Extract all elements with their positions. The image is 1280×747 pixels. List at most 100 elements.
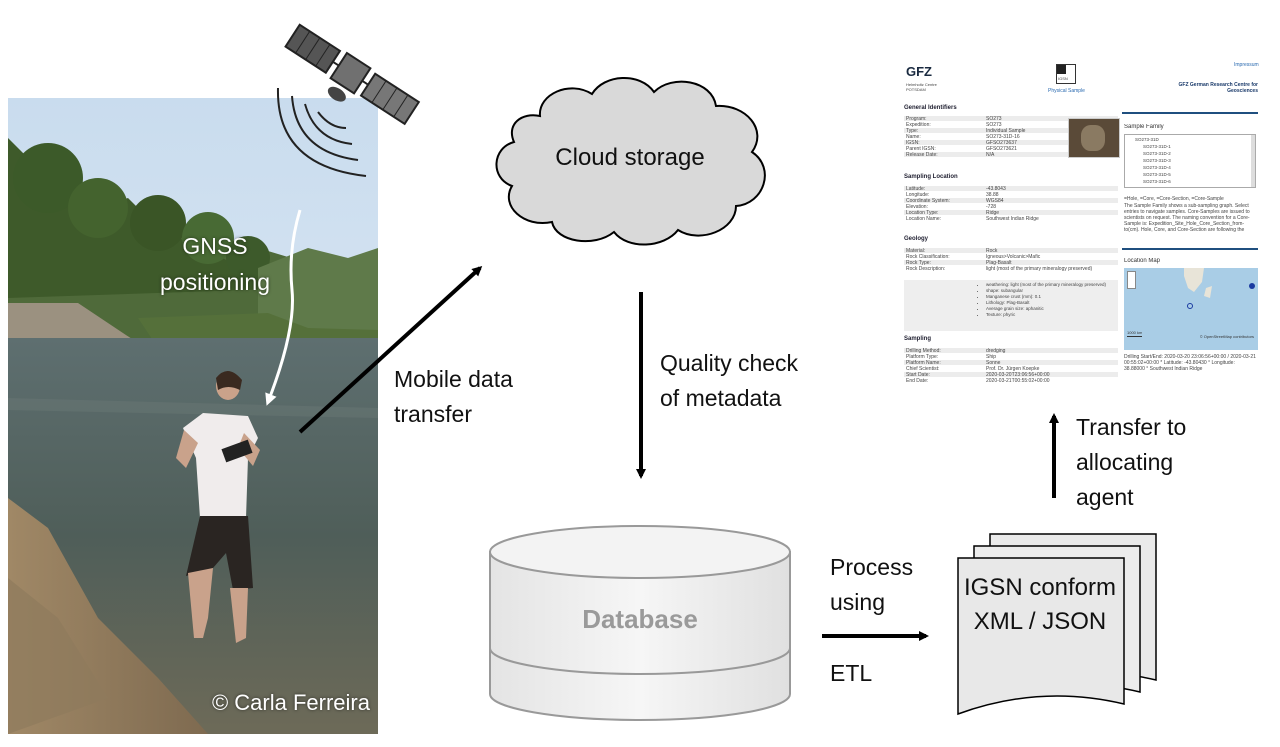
row-value: Ridge [986,210,1000,216]
row-key: Platform Name: [906,360,941,366]
row-key: Program: [906,116,927,122]
table-row: Coordinate System:WGS84 [904,198,1118,204]
table-row: Drilling Method: dredging [904,348,1118,354]
table-row: Location Type: Ridge [904,210,1118,216]
row-value: Igneous>Volcanic>Mafic [986,254,1041,260]
sample-photo [1068,118,1120,158]
documents-stack-icon [957,533,1157,716]
list-item: Average grain size: aphanitic [986,306,1118,312]
row-key: Release Date: [906,152,938,158]
table-row: Elevation: -728 [904,204,1118,210]
table-row: Parent IGSN:GFSO273621 [904,146,1118,152]
section-sample-family: Sample Family [1124,124,1164,130]
map-rule [1122,248,1258,250]
row-value: Plag-Basalt [986,260,1012,266]
table-row: Longitude:38.88 [904,192,1118,198]
field-photo [8,98,378,734]
family-tree-item[interactable]: SO273-31D-5 [1143,172,1171,177]
row-value: GFSO273637 [986,140,1017,146]
row-key: Name: [906,134,921,140]
gfz-logo: GFZ [906,64,932,79]
row-value: -43.8043 [986,186,1006,192]
row-key: IGSN: [906,140,920,146]
gnss-label: GNSS positioning [150,228,280,300]
family-tree-item[interactable]: SO273-31D-4 [1143,165,1171,170]
map-zoom-control[interactable] [1127,271,1136,289]
family-tree-item[interactable]: SO273-31D-3 [1143,158,1171,163]
table-row: Start Date:2020-03-20T23:06:56+00:00 [904,372,1118,378]
section-location: Sampling Location [904,174,958,180]
table-row: Platform Type:Ship [904,354,1118,360]
family-scrollbar[interactable] [1251,135,1255,187]
row-value: SO273-31D-16 [986,134,1020,140]
table-row: End Date:2020-03-21T00:55:02+00:00 [904,378,1118,384]
section-general: General Identifiers [904,105,957,111]
cloud-shape [495,77,766,246]
row-key: Drilling Method: [906,348,941,354]
list-item: Lithology: Plag-Basalt [986,300,1118,306]
family-tree-item[interactable]: SO273-31D-6 [1143,179,1171,184]
table-row: Material:Rock [904,248,1118,254]
section-geology: Geology [904,236,929,242]
table-row: Rock Description:light (most of the prim… [904,266,1118,272]
row-key: Rock Description: [906,266,946,272]
row-key: Elevation: [906,204,928,210]
mobile-line2: transfer [394,401,472,427]
row-value: N/A [986,152,995,158]
table-row: Release Date: N/A [904,152,1118,158]
table-row: IGSN: GFSO273637 [904,140,1118,146]
map-attribution: © OpenStreetMap contributors [1199,334,1254,339]
family-tree-item[interactable]: SO273-31D [1135,137,1159,142]
row-key: Coordinate System: [906,198,950,204]
igsn-logo-icon: IGSN [1056,64,1076,84]
location-map[interactable]: 1000 km © OpenStreetMap contributors [1124,268,1258,350]
database-cylinder [489,525,791,721]
mobile-transfer-arrow [298,265,483,434]
quality-check-label: Quality check of metadata [660,346,798,416]
table-row: Program:SO273 [904,116,1118,122]
row-value: -728 [986,204,997,210]
row-key: Rock Classification: [906,254,950,260]
family-legend: =Hole, =Core, =Core-Section, =Core-Sampl… [1124,196,1224,202]
mobile-transfer-label: Mobile data transfer [394,362,513,432]
table-row: Rock Classification: Igneous>Volcanic>Maf… [904,254,1118,260]
family-tree-item[interactable]: SO273-31D-1 [1143,144,1171,149]
transfer-line2: allocating [1076,449,1174,475]
etl-label: ETL [830,660,873,686]
row-value: Sonne [986,360,1001,366]
map-image [1184,268,1255,309]
database-label: Database [582,604,698,634]
row-key: Material: [906,248,926,254]
list-item: weathering: light (most of the primary m… [986,282,1118,288]
geology-bullets-box: weathering: light (most of the primary m… [904,280,1118,331]
table-row: Chief Scientist:Prof. Dr. Jürgen Koepke [904,366,1118,372]
row-key: Location Type: [906,210,939,216]
table-row: Expedition:SO273 [904,122,1118,128]
table-row: Name: SO273-31D-16 [904,134,1118,140]
geology-bullets: weathering: light (most of the primary m… [986,282,1118,318]
physical-sample-label: Physical Sample [1048,88,1085,94]
row-value: 2020-03-20T23:06:56+00:00 [986,372,1050,378]
satellite-icon [276,23,421,177]
row-key: Platform Type: [906,354,939,360]
row-key: Expedition: [906,122,931,128]
row-value: dredging [986,348,1006,354]
igsn-landing-page: GFZ Helmholtz Centre POTSDAM IGSN Physic… [900,56,1260,396]
family-tree-item[interactable]: SO273-31D-2 [1143,151,1171,156]
map-caption: Drilling Start/End: 2020-03-20 23:06:56+… [1124,354,1256,372]
table-row: Latitude:-43.8043 [904,186,1118,192]
gnss-line2: positioning [160,269,270,295]
transfer-line3: agent [1076,484,1134,510]
documents-line1: IGSN conform [963,574,1117,601]
quality-line2: of metadata [660,385,782,411]
process-line2: using [830,589,885,615]
row-key: Parent IGSN: [906,146,936,152]
row-key: Rock Type: [906,260,931,266]
table-row: Rock Type: Plag-Basalt [904,260,1118,266]
row-value: Prof. Dr. Jürgen Koepke [986,366,1040,372]
row-value: 38.88 [986,192,999,198]
impressum-link[interactable]: Impressum [1234,62,1259,68]
list-item: shape: subangular [986,288,1118,294]
